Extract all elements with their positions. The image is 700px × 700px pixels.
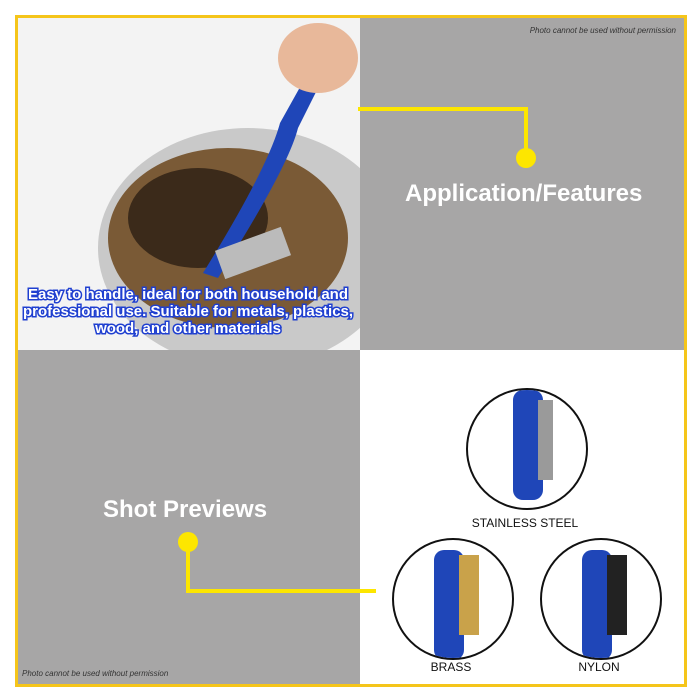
connector-line-bottom	[186, 589, 376, 593]
stainless-steel-label: STAINLESS STEEL	[471, 516, 579, 530]
permission-notice: Photo cannot be used without permission	[529, 26, 676, 35]
brass-preview	[392, 538, 514, 660]
connector-dot-bottom	[178, 532, 198, 552]
stainless-steel-preview	[466, 388, 588, 510]
nylon-preview	[540, 538, 662, 660]
brush-cleaning-photo	[98, 23, 360, 350]
nylon-label: NYLON	[578, 660, 620, 674]
product-photo-panel: Easy to handle, ideal for both household…	[18, 18, 360, 350]
application-panel: Photo cannot be used without permission …	[360, 18, 684, 350]
application-features-heading: Application/Features	[405, 180, 643, 207]
usage-caption: Easy to handle, ideal for both household…	[21, 285, 354, 339]
permission-notice-bottom: Photo cannot be used without permission	[22, 669, 169, 678]
shot-previews-heading: Shot Previews	[103, 496, 268, 523]
shot-previews-panel: Shot Previews Photo cannot be used witho…	[18, 350, 360, 684]
variants-panel: STAINLESS STEEL BRASS NYLON	[360, 350, 684, 684]
connector-dot-top	[516, 148, 536, 168]
yellow-frame	[15, 15, 687, 687]
brass-label: BRASS	[430, 660, 472, 674]
connector-line-bottom-vertical	[186, 545, 190, 593]
connector-line-top	[358, 107, 528, 111]
connector-line-top-vertical	[524, 107, 528, 157]
